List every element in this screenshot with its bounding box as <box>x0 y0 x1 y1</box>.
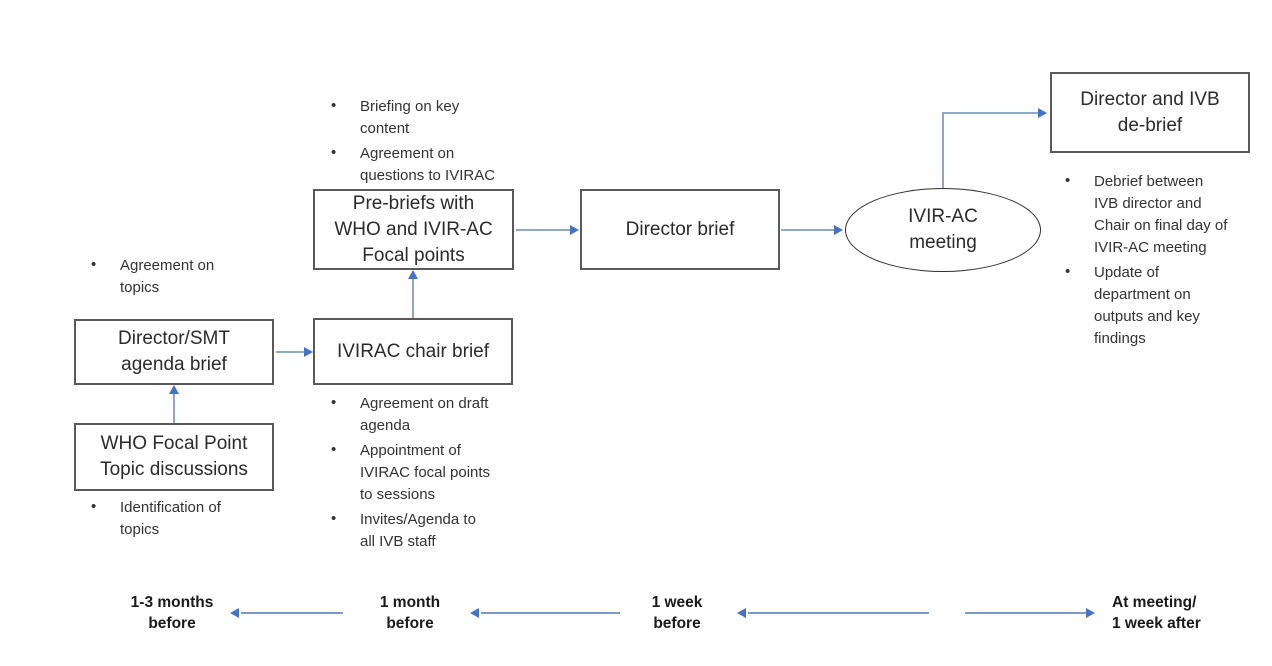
node-director-smt-agenda-brief: Director/SMT agenda brief <box>74 319 274 385</box>
connector-meeting-to-debrief-hline <box>942 112 1039 114</box>
arrowhead-left-icon <box>470 608 479 618</box>
notes-ivirac-chair: Agreement on draft agenda Appointment of… <box>324 392 519 556</box>
timeline-arrow-line <box>965 612 1087 614</box>
note-item: Debrief between IVB director and Chair o… <box>1058 170 1258 259</box>
node-ivirac-meeting-oval: IVIR-AC meeting <box>845 188 1041 272</box>
node-who-focal-point-topic-discussions: WHO Focal Point Topic discussions <box>74 423 274 491</box>
connector-who-to-smt-line <box>173 392 175 423</box>
note-item: Update of department on outputs and key … <box>1058 261 1258 350</box>
arrowhead-up-icon <box>408 270 418 279</box>
arrowhead-left-icon <box>737 608 746 618</box>
note-item: Briefing on key content <box>324 95 509 140</box>
note-item: Agreement on draft agenda <box>324 392 519 437</box>
node-director-brief: Director brief <box>580 189 780 270</box>
note-item: Identification of topics <box>84 496 259 541</box>
timeline-arrow-line <box>241 612 343 614</box>
note-item: Agreement on topics <box>84 254 254 299</box>
note-item: Agreement on questions to IVIRAC <box>324 142 509 187</box>
arrowhead-right-icon <box>1086 608 1095 618</box>
connector-smt-to-chair-line <box>276 351 305 353</box>
node-label: Director and IVB de-brief <box>1080 88 1220 136</box>
arrowhead-left-icon <box>230 608 239 618</box>
note-item: Invites/Agenda to all IVB staff <box>324 508 519 553</box>
timeline-label-at-meeting: At meeting/ 1 week after <box>1112 594 1201 632</box>
node-ivirac-chair-brief: IVIRAC chair brief <box>313 318 513 385</box>
notes-debrief: Debrief between IVB director and Chair o… <box>1058 170 1258 353</box>
node-label: Director/SMT agenda brief <box>118 328 230 375</box>
timeline-label-1-month-before: 1 month before <box>379 594 441 632</box>
node-label: WHO Focal Point Topic discussions <box>100 433 248 480</box>
node-label: Director brief <box>625 218 735 240</box>
arrowhead-up-icon <box>169 385 179 394</box>
connector-chair-to-prebriefs-line <box>412 277 414 318</box>
node-label: IVIRAC chair brief <box>336 340 490 362</box>
timeline-label-1-week-before: 1 week before <box>651 594 703 632</box>
arrowhead-right-icon <box>834 225 843 235</box>
timeline-arrow-line <box>481 612 620 614</box>
arrowhead-right-icon <box>304 347 313 357</box>
arrowhead-right-icon <box>1038 108 1047 118</box>
note-item: Appointment of IVIRAC focal points to se… <box>324 439 519 506</box>
connector-director-to-meeting-line <box>781 229 835 231</box>
timeline-arrow-line <box>748 612 929 614</box>
node-label: Pre-briefs with WHO and IVIR-AC Focal po… <box>334 192 493 266</box>
node-pre-briefs: Pre-briefs with WHO and IVIR-AC Focal po… <box>313 189 514 270</box>
notes-director-smt: Agreement on topics <box>84 254 254 302</box>
node-label: IVIR-AC meeting <box>908 206 978 253</box>
connector-meeting-to-debrief-vline <box>942 112 944 188</box>
timeline-label-1-3-months-before: 1-3 months before <box>130 594 214 632</box>
arrowhead-right-icon <box>570 225 579 235</box>
connector-prebriefs-to-director-line <box>516 229 571 231</box>
notes-who-focal-point: Identification of topics <box>84 496 259 544</box>
notes-pre-briefs: Briefing on key content Agreement on que… <box>324 95 509 190</box>
node-director-ivb-debrief: Director and IVB de-brief <box>1050 72 1250 153</box>
